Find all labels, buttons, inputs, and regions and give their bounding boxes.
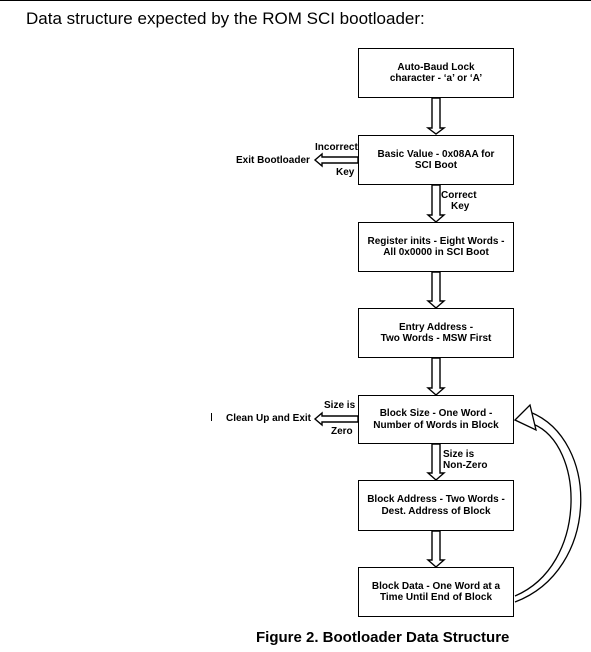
box-text-line: Block Address - Two Words - bbox=[367, 494, 505, 505]
box-text-line: character - ‘a’ or ‘A’ bbox=[389, 73, 483, 84]
box-text-line: Two Words - MSW First bbox=[380, 333, 492, 344]
box-entry-address: Entry Address -Two Words - MSW First bbox=[358, 308, 514, 358]
top-rule bbox=[0, 0, 591, 1]
box-text-line: Block Data - One Word at a bbox=[371, 580, 501, 592]
down-arrow-3 bbox=[426, 271, 446, 309]
down-arrow-2 bbox=[426, 184, 446, 223]
box-block-size: Block Size - One Word -Number of Words i… bbox=[358, 395, 514, 444]
stray-tick-mark bbox=[211, 413, 212, 421]
box-text-line: Auto-Baud Lock bbox=[397, 61, 475, 73]
box-text-line: SCI Boot bbox=[414, 160, 458, 171]
loop-back-arrowhead bbox=[513, 403, 537, 432]
label-key: Key bbox=[336, 167, 355, 178]
box-text-line: All 0x0000 in SCI Boot bbox=[383, 247, 489, 258]
label-cleanup-exit: Clean Up and Exit bbox=[226, 413, 312, 424]
box-register-inits: Register inits - Eight Words -All 0x0000… bbox=[358, 222, 514, 272]
label-size-is-zero: Size is bbox=[324, 400, 356, 411]
label-incorrect: Incorrect bbox=[315, 142, 358, 153]
down-arrow-5 bbox=[426, 443, 446, 481]
down-arrow-1 bbox=[425, 97, 447, 135]
box-text-line: Time Until End of Block bbox=[379, 592, 493, 603]
label-size-is-nonzero: Size is bbox=[443, 449, 475, 460]
loop-back-inner bbox=[514, 423, 572, 597]
figure-caption: Figure 2. Bootloader Data Structure bbox=[256, 629, 510, 646]
box-text-line: Entry Address - bbox=[398, 321, 474, 333]
box-text-line: Block Size - One Word - bbox=[379, 408, 493, 419]
box-text-line: Number of Words in Block bbox=[373, 419, 499, 431]
box-text-line: Dest. Address of Block bbox=[381, 505, 491, 517]
label-zero: Zero bbox=[331, 426, 353, 437]
left-arrow-cleanup bbox=[313, 411, 359, 427]
label-correct-key: Key bbox=[451, 201, 470, 212]
left-arrow-exit bbox=[313, 152, 359, 168]
box-text-line: Basic Value - 0x08AA for bbox=[377, 148, 495, 160]
box-block-address: Block Address - Two Words -Dest. Address… bbox=[358, 480, 514, 531]
label-non-zero: Non-Zero bbox=[443, 460, 488, 471]
box-text-line: Register inits - Eight Words - bbox=[367, 235, 505, 247]
loop-back-outer bbox=[514, 411, 582, 603]
label-exit-bootloader: Exit Bootloader bbox=[236, 155, 310, 166]
down-arrow-4 bbox=[426, 357, 446, 396]
down-arrow-6 bbox=[426, 530, 446, 568]
page-heading: Data structure expected by the ROM SCI b… bbox=[26, 9, 425, 28]
label-correct: Correct bbox=[441, 190, 477, 201]
